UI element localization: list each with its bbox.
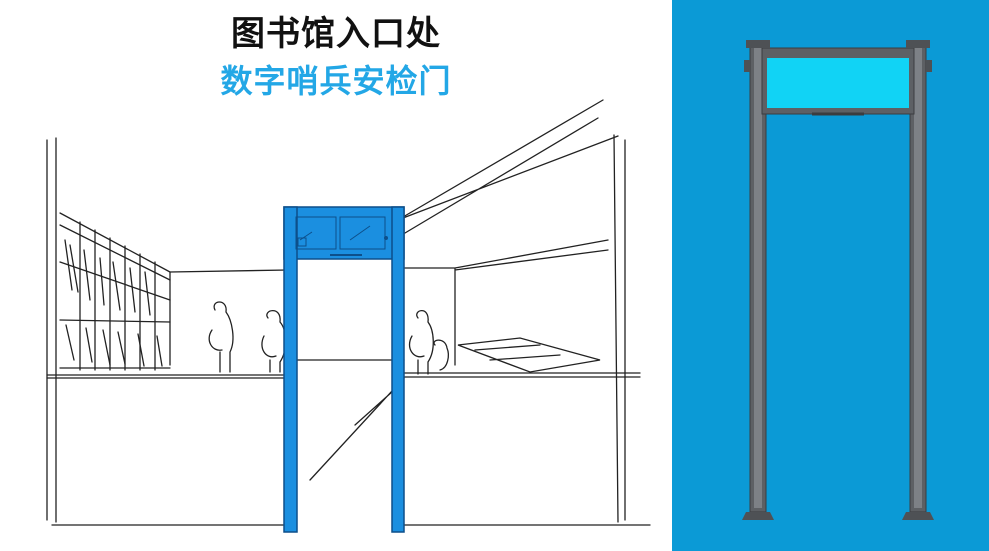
product-right-foot (902, 512, 934, 520)
ceiling-lines (402, 99, 619, 234)
person-figure-1 (208, 301, 234, 373)
gate-top-panel (283, 206, 405, 260)
page-subtitle: 数字哨兵安检门 (220, 62, 452, 100)
gate-display-left (295, 216, 337, 250)
product-left-pillar-highlight (754, 48, 762, 508)
product-panel (672, 0, 989, 551)
product-left-cap (746, 40, 770, 48)
product-right-cap (906, 40, 930, 48)
gate-display-glare (299, 225, 371, 241)
product-right-pillar-highlight (914, 48, 922, 508)
bookshelf-dividers (79, 221, 156, 371)
person-figure-3 (408, 309, 434, 375)
right-wall-line (613, 134, 626, 523)
product-left-knob (744, 60, 750, 72)
floor-diagonals (309, 377, 405, 481)
right-counter-top (401, 372, 651, 526)
book-spines (64, 239, 163, 367)
left-wall-line (46, 137, 57, 523)
product-display (767, 58, 909, 108)
left-counter-top (46, 374, 288, 379)
library-entrance-sketch (46, 99, 651, 533)
product-right-knob (926, 60, 932, 72)
gate-indicator (297, 237, 307, 247)
sketch-panel: 图书馆入口处 数字哨兵安检门 (46, 14, 651, 533)
back-wall-left (169, 269, 289, 366)
back-wall-right (404, 239, 609, 366)
gate-dot (384, 236, 388, 240)
gate-left-pillar (283, 206, 298, 533)
gate-display-right (339, 216, 386, 250)
walk-through-gate-product (742, 40, 934, 520)
product-left-foot (742, 512, 774, 520)
gate-right-pillar (391, 206, 405, 533)
reading-table (457, 337, 601, 373)
left-counter-front (51, 361, 293, 526)
person-figure-4 (433, 339, 449, 371)
person-figure-2 (261, 309, 287, 373)
page-title: 图书馆入口处 (231, 14, 441, 54)
bookshelf-shelves (59, 212, 171, 369)
sketch-security-gate (283, 206, 405, 533)
